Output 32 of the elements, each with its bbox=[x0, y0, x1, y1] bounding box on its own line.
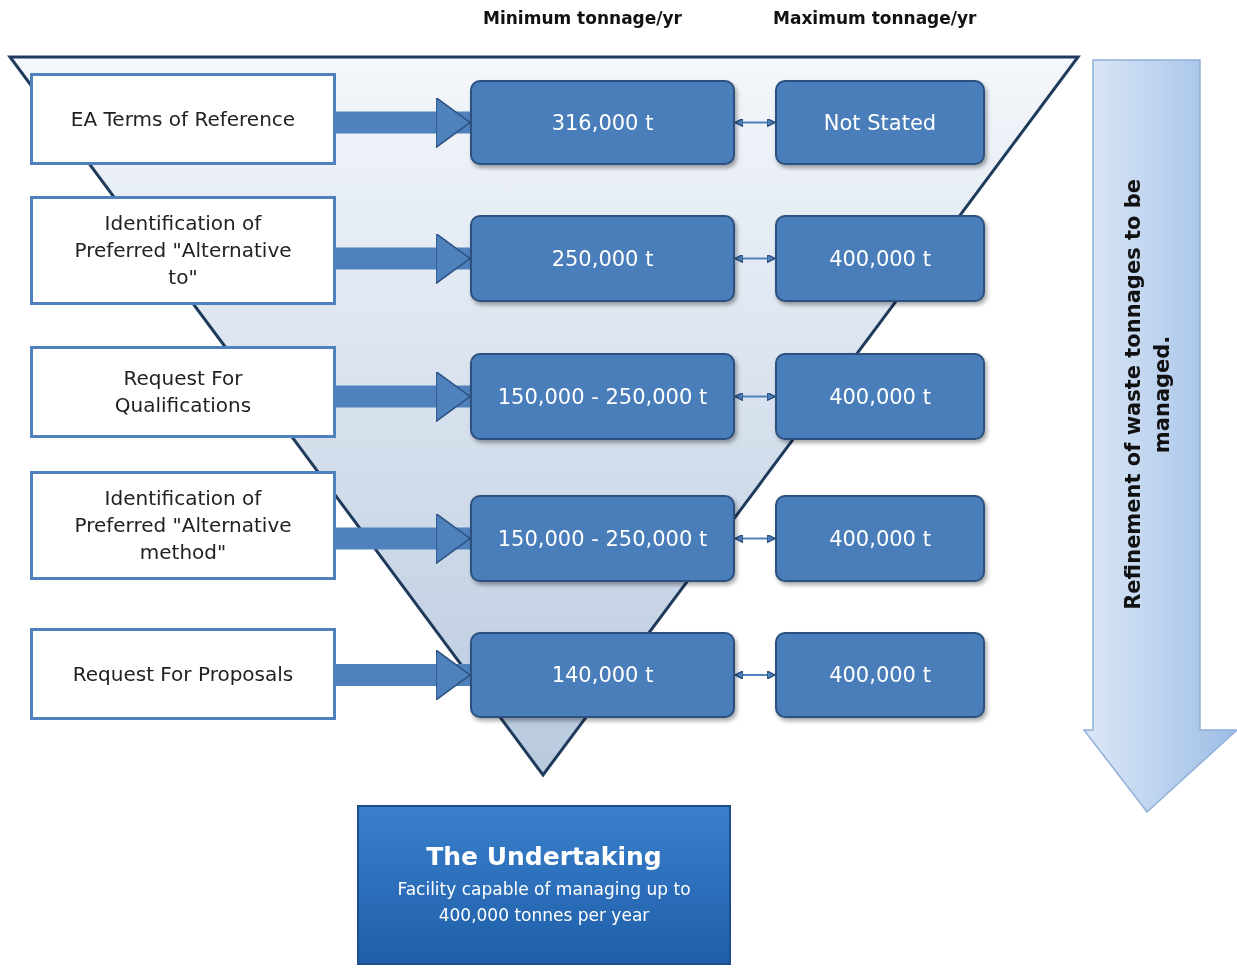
minimum-tonnage-box: 150,000 - 250,000 t bbox=[470, 495, 735, 582]
block-arrow bbox=[336, 370, 471, 423]
stage-box: Identification of Preferred "Alternative method" bbox=[30, 471, 336, 580]
column-header: Minimum tonnage/yr bbox=[483, 8, 682, 28]
block-arrow bbox=[336, 512, 471, 565]
arrow-label: Refinement of waste tonnages to be managed. bbox=[1119, 178, 1175, 612]
double-arrow bbox=[734, 117, 776, 128]
stage-box: Identification of Preferred "Alternative to" bbox=[30, 196, 336, 305]
double-arrow bbox=[734, 253, 776, 264]
block-arrow bbox=[336, 96, 471, 149]
minimum-tonnage-box: 140,000 t bbox=[470, 632, 735, 718]
double-arrow bbox=[734, 533, 776, 544]
minimum-tonnage-box: 316,000 t bbox=[470, 80, 735, 165]
double-arrow bbox=[734, 670, 776, 680]
stage-box: Request For Proposals bbox=[30, 628, 336, 720]
box-heading: The Undertaking bbox=[426, 842, 662, 871]
maximum-tonnage-box: 400,000 t bbox=[775, 353, 985, 440]
maximum-tonnage-box: 400,000 t bbox=[775, 215, 985, 302]
stage-box: Request For Qualifications bbox=[30, 346, 336, 438]
block-arrow bbox=[336, 649, 471, 701]
stage-box: EA Terms of Reference bbox=[30, 73, 336, 165]
column-header: Maximum tonnage/yr bbox=[773, 8, 977, 28]
down-arrow-shape bbox=[1082, 59, 1237, 814]
maximum-tonnage-box: 400,000 t bbox=[775, 495, 985, 582]
block-arrow bbox=[336, 232, 471, 285]
double-arrow bbox=[734, 391, 776, 402]
minimum-tonnage-box: 250,000 t bbox=[470, 215, 735, 302]
maximum-tonnage-box: Not Stated bbox=[775, 80, 985, 165]
box-text: Facility capable of managing up to 400,000 tonnes per year bbox=[396, 878, 692, 927]
minimum-tonnage-box: 150,000 - 250,000 t bbox=[470, 353, 735, 440]
maximum-tonnage-box: 400,000 t bbox=[775, 632, 985, 718]
outcome-box bbox=[357, 805, 731, 965]
